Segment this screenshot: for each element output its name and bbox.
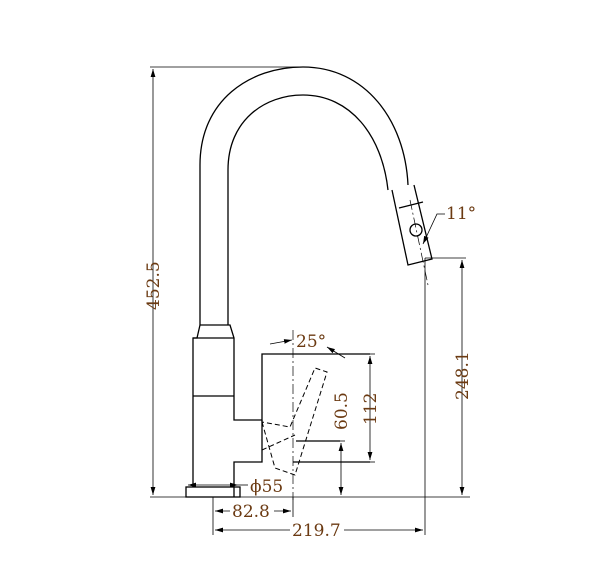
dim-base-diameter: ϕ55	[188, 477, 283, 497]
dim-spout-height: 248.1	[453, 260, 473, 495]
spout-button-icon	[409, 223, 423, 237]
dim-handle-height: 112	[361, 356, 381, 460]
dim-spout-angle: 11°	[422, 204, 476, 245]
dim-spout-reach-label: 219.7	[292, 521, 341, 541]
dim-handle-angle-label: 25°	[296, 332, 326, 352]
handle-rotated-outline	[261, 367, 328, 476]
dim-handle-angle: 25°	[269, 332, 346, 359]
dim-spout-reach: 219.7	[215, 521, 423, 541]
dim-total-height: 452.5	[144, 69, 164, 495]
dim-handle-offset: 82.8	[215, 502, 291, 522]
faucet-outline	[185, 66, 433, 498]
dim-base-diameter-label: ϕ55	[250, 477, 283, 497]
dim-handle-offset-label: 82.8	[232, 502, 270, 522]
dim-spout-height-label: 248.1	[453, 351, 473, 400]
dim-spout-angle-label: 11°	[446, 204, 476, 224]
extension-lines	[150, 66, 470, 535]
dim-handle-base-height-label: 60.5	[332, 392, 352, 430]
dim-total-height-label: 452.5	[144, 261, 164, 310]
dim-handle-base-height: 60.5	[332, 392, 352, 495]
dim-handle-height-label: 112	[361, 393, 381, 425]
